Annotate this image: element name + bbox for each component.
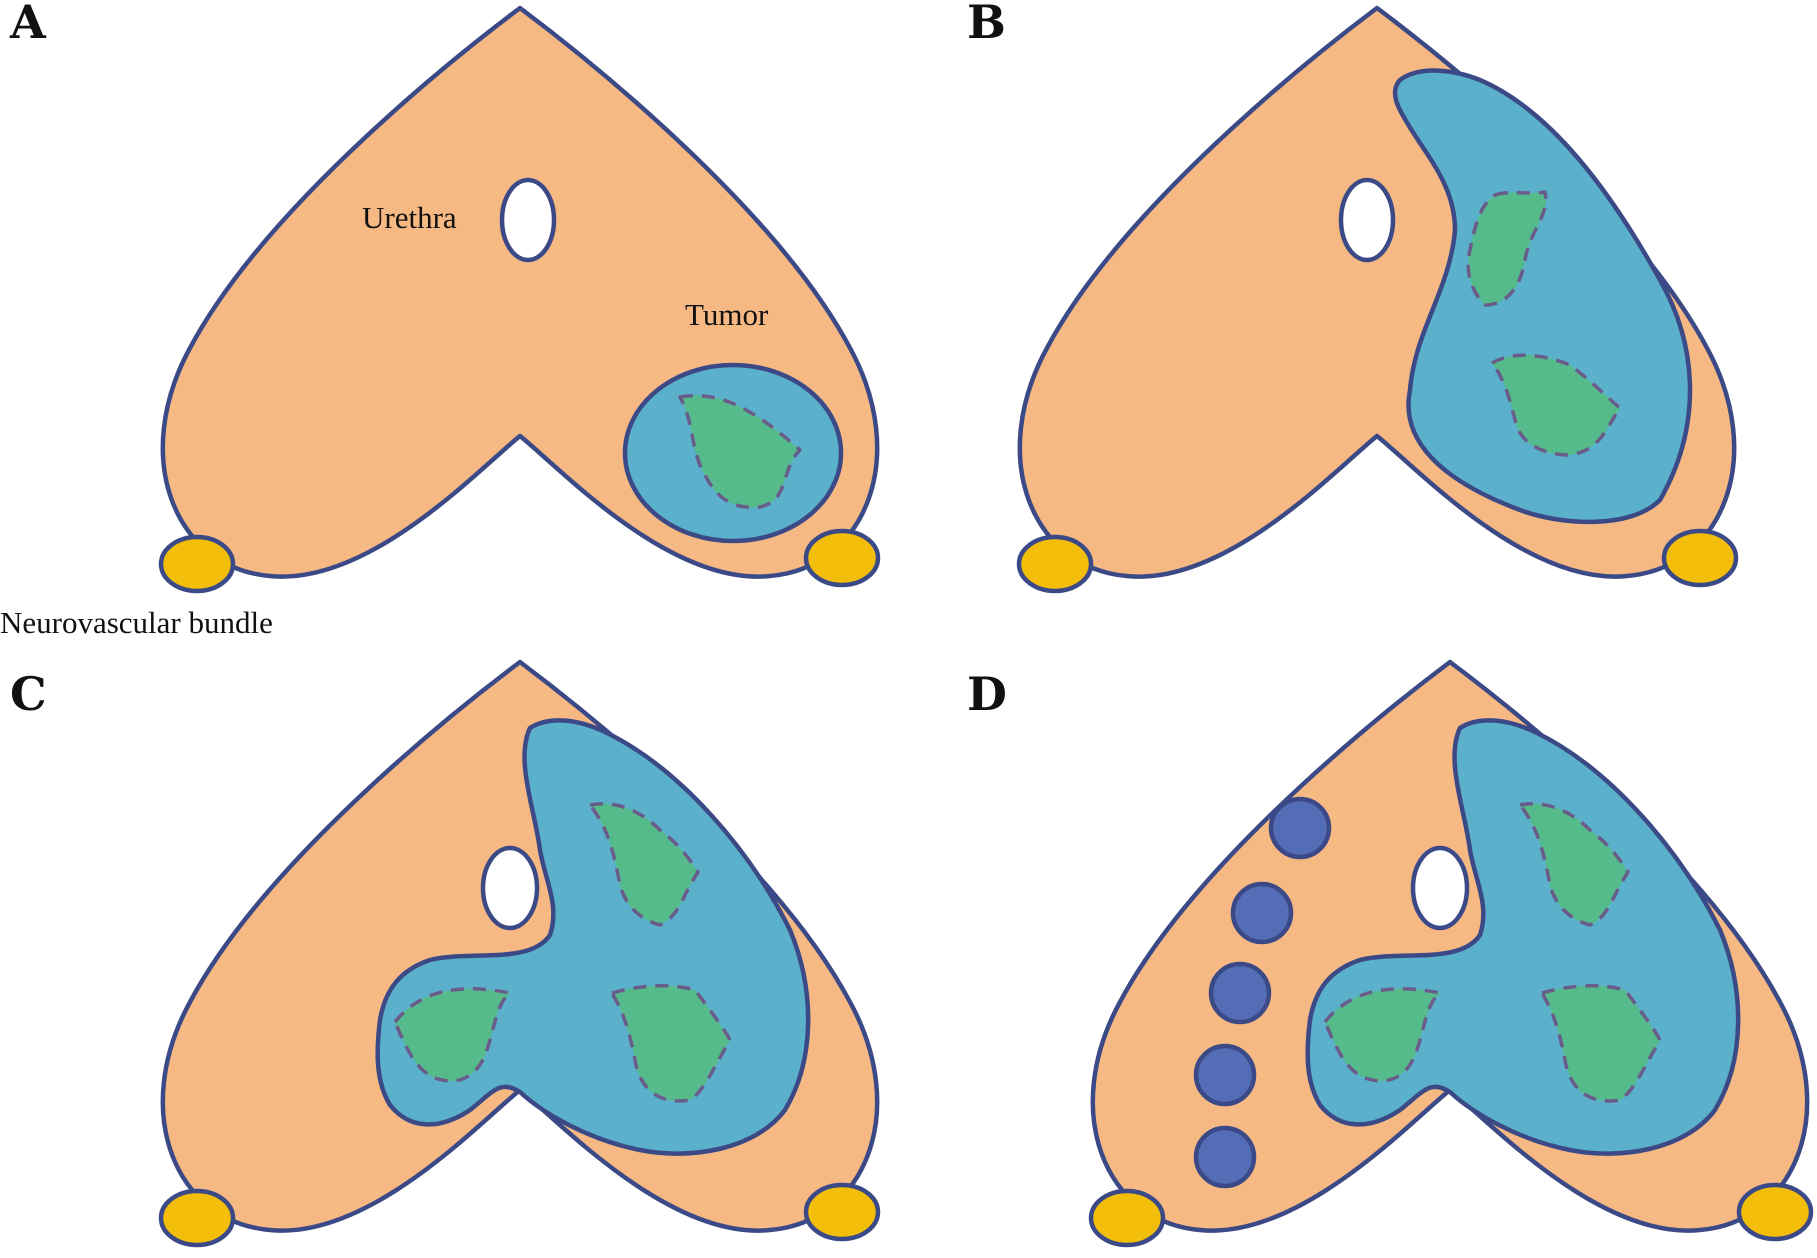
marker xyxy=(1208,961,1272,1025)
neurovascular-bundle-right xyxy=(1736,1182,1814,1242)
panel-d: D xyxy=(967,662,1814,1248)
urethra xyxy=(1338,177,1396,263)
panel-b: B xyxy=(967,0,1739,594)
neurovascular-bundle-right xyxy=(803,528,881,588)
urethra xyxy=(1410,845,1470,931)
tumor-label: Tumor xyxy=(685,297,769,332)
panel-letter-c: C xyxy=(10,667,47,721)
marker xyxy=(1193,1043,1257,1107)
marker xyxy=(1193,1125,1257,1189)
neurovascular-bundle-right xyxy=(803,1182,881,1242)
tumor-region xyxy=(1392,68,1693,525)
panel-c: C xyxy=(10,662,881,1248)
neurovascular-bundle-left xyxy=(1088,1188,1166,1248)
panel-letter-a: A xyxy=(9,0,47,49)
lesion xyxy=(610,983,732,1103)
lesion xyxy=(1323,987,1442,1083)
urethra-label: Urethra xyxy=(362,200,457,235)
neurovascular-bundle-left xyxy=(158,534,236,594)
neurovascular-bundle-left xyxy=(1016,534,1094,594)
lesion xyxy=(1490,353,1622,457)
marker xyxy=(1268,796,1332,860)
urethra xyxy=(480,845,540,931)
lesion xyxy=(678,393,802,510)
neurovascular-bundle-label: Neurovascular bundle xyxy=(0,605,273,640)
neurovascular-bundle-right xyxy=(1661,528,1739,588)
urethra xyxy=(499,177,557,263)
panel-letter-d: D xyxy=(967,667,1007,721)
lesion xyxy=(1518,802,1630,927)
lesion xyxy=(393,987,512,1083)
panel-letter-b: B xyxy=(967,0,1006,49)
neurovascular-bundle-left xyxy=(158,1188,236,1248)
lesion xyxy=(1466,190,1548,307)
marker xyxy=(1230,881,1294,945)
panel-a: A Urethra Tumor Neurovascular bundle xyxy=(0,0,881,640)
lesion xyxy=(588,802,700,927)
lesion xyxy=(1540,983,1662,1103)
